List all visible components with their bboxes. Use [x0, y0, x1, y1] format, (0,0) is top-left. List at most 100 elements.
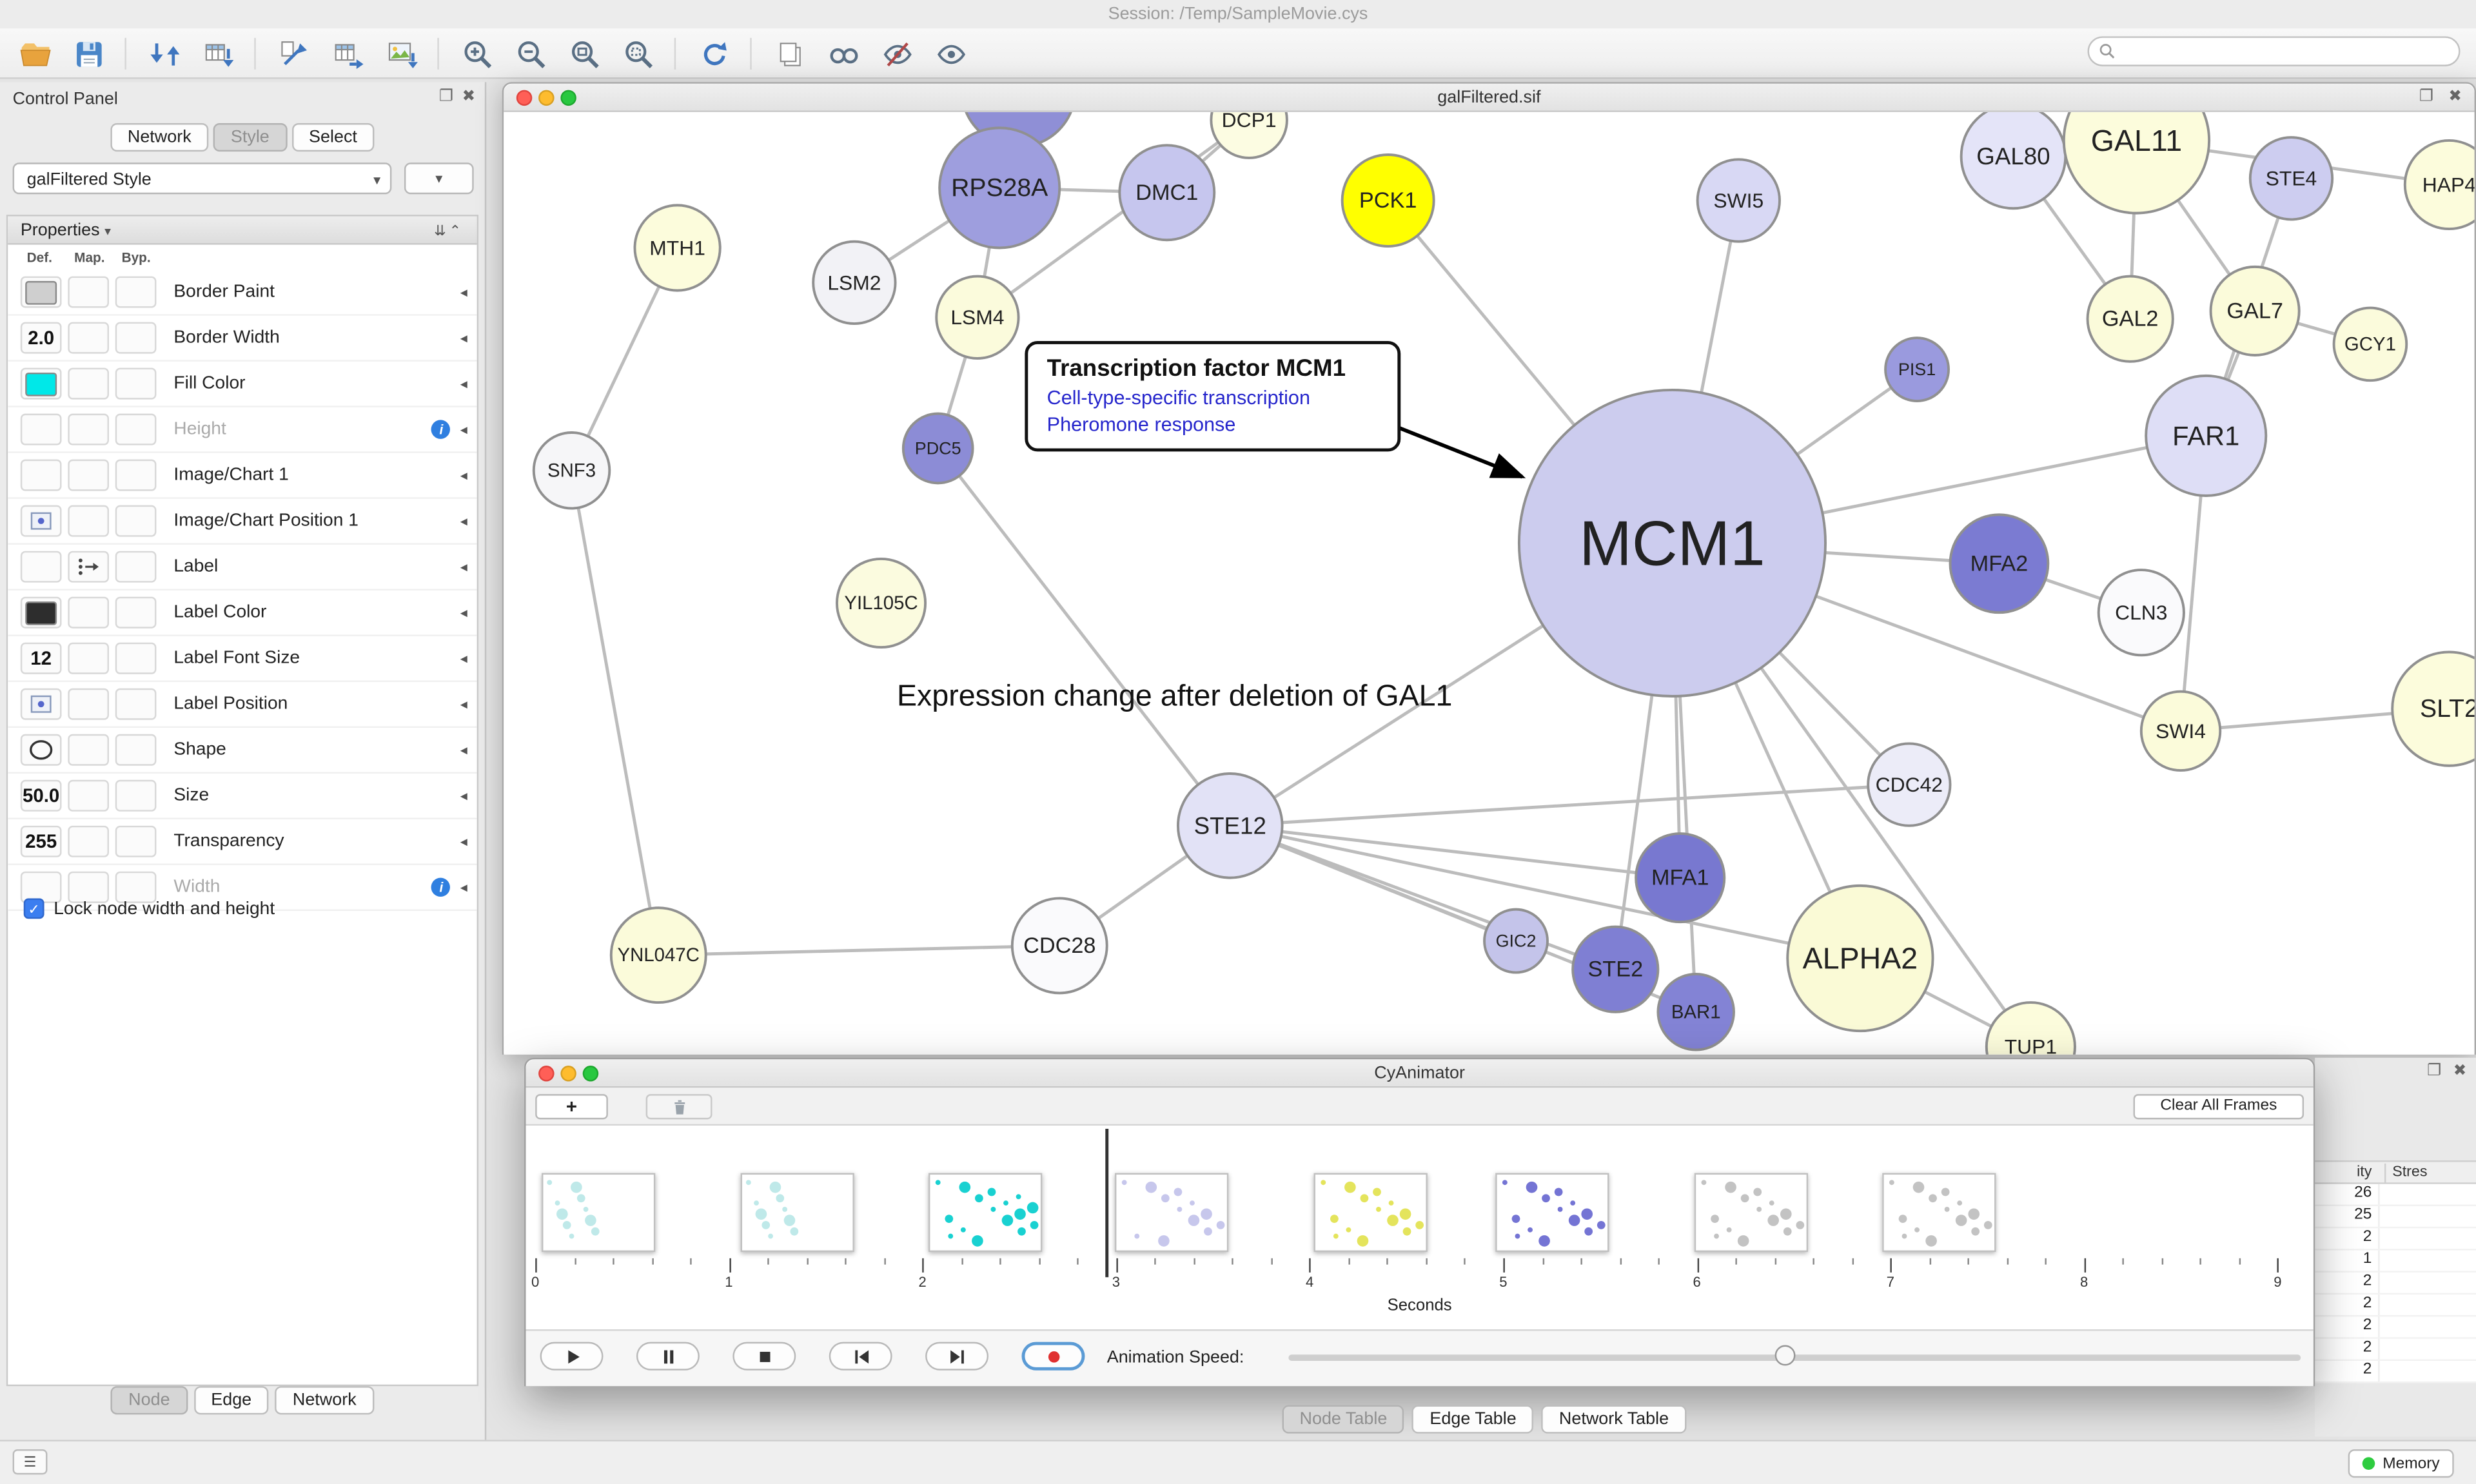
node-GIC2[interactable]: GIC2	[1484, 910, 1548, 973]
bypass-cell[interactable]	[115, 734, 157, 766]
property-row-image-chart-position-1[interactable]: Image/Chart Position 1◂	[8, 499, 477, 545]
bypass-cell[interactable]	[115, 643, 157, 674]
annotation-box[interactable]: Transcription factor MCM1 Cell-type-spec…	[1025, 341, 1400, 451]
node-PIS1[interactable]: PIS1	[1885, 338, 1949, 401]
skip-forward-button[interactable]	[925, 1342, 988, 1371]
default-cell[interactable]: 12	[21, 643, 62, 674]
expand-arrow-icon[interactable]: ◂	[460, 467, 467, 484]
expand-arrow-icon[interactable]: ◂	[460, 604, 467, 621]
node-SWI5[interactable]: SWI5	[1698, 159, 1780, 241]
mapping-cell[interactable]	[68, 505, 109, 537]
tab-style[interactable]: Style	[213, 123, 287, 151]
default-cell[interactable]: 50.0	[21, 780, 62, 812]
table-row[interactable]: 2	[2315, 1228, 2476, 1250]
network-canvas[interactable]: RPS28BRPS28ADCP1DMC1PCK1SWI5GAL80GAL11ST…	[504, 112, 2474, 1055]
default-cell[interactable]	[21, 368, 62, 400]
cyanimator-titlebar[interactable]: CyAnimator	[526, 1059, 2314, 1088]
bypass-cell[interactable]	[115, 688, 157, 720]
close-panel-icon[interactable]: ✖	[462, 90, 476, 106]
node-ALPHA2[interactable]: ALPHA2	[1787, 886, 1932, 1031]
edge-STE12-CDC42[interactable]	[1230, 785, 1909, 826]
copy-button[interactable]	[767, 33, 812, 74]
node-SNF3[interactable]: SNF3	[534, 433, 610, 509]
node-BAR1[interactable]: BAR1	[1658, 974, 1734, 1050]
property-row-label-position[interactable]: Label Position◂	[8, 682, 477, 728]
timeline[interactable]: 0123456789 Seconds	[526, 1126, 2314, 1331]
expand-arrow-icon[interactable]: ◂	[460, 650, 467, 667]
node-FAR1[interactable]: FAR1	[2146, 376, 2266, 496]
lock-size-row[interactable]: ✓ Lock node width and height	[24, 898, 275, 919]
zoom-fit-button[interactable]	[562, 33, 607, 74]
zoom-in-button[interactable]	[455, 33, 499, 74]
mapping-cell[interactable]	[68, 688, 109, 720]
default-cell[interactable]	[21, 414, 62, 445]
tab-edge-table[interactable]: Edge Table	[1412, 1405, 1533, 1434]
property-row-label-font-size[interactable]: 12Label Font Size◂	[8, 636, 477, 682]
mapping-cell[interactable]	[68, 597, 109, 629]
style-selector[interactable]: galFiltered Style ▾	[13, 162, 392, 194]
expand-arrow-icon[interactable]: ◂	[460, 741, 467, 759]
tab-network[interactable]: Network	[275, 1386, 374, 1414]
node-GAL11[interactable]: GAL11	[2064, 112, 2209, 213]
search-input[interactable]	[2122, 40, 2449, 62]
expand-arrow-icon[interactable]: ◂	[460, 879, 467, 896]
node-STE4[interactable]: STE4	[2250, 137, 2332, 219]
network-window-titlebar[interactable]: galFiltered.sif ❐ ✖	[504, 84, 2474, 112]
tab-edge[interactable]: Edge	[193, 1386, 269, 1414]
property-row-fill-color[interactable]: Fill Color◂	[8, 362, 477, 407]
lock-checkbox[interactable]: ✓	[24, 898, 44, 919]
property-row-label[interactable]: Label◂	[8, 545, 477, 591]
playhead[interactable]	[1105, 1129, 1108, 1277]
table-row[interactable]: 2	[2315, 1273, 2476, 1294]
property-row-label-color[interactable]: Label Color◂	[8, 591, 477, 636]
default-cell[interactable]	[21, 460, 62, 491]
node-LSM2[interactable]: LSM2	[813, 242, 895, 324]
mapping-cell[interactable]	[68, 826, 109, 857]
clear-all-frames-button[interactable]: Clear All Frames	[2134, 1094, 2304, 1119]
default-cell[interactable]	[21, 277, 62, 308]
node-HAP4[interactable]: HAP4	[2405, 141, 2475, 229]
close-traffic-light[interactable]	[516, 90, 532, 106]
minimize-traffic-light[interactable]	[560, 1066, 576, 1081]
expand-arrow-icon[interactable]: ◂	[460, 787, 467, 805]
node-YNL047C[interactable]: YNL047C	[611, 908, 706, 1002]
mapping-cell[interactable]	[68, 780, 109, 812]
expand-arrow-icon[interactable]: ◂	[460, 284, 467, 301]
mapping-cell[interactable]	[68, 414, 109, 445]
mapping-cell[interactable]	[68, 643, 109, 674]
frame-thumbnail-5[interactable]	[1495, 1173, 1609, 1252]
refresh-button[interactable]	[692, 33, 736, 74]
import-network-button[interactable]	[142, 33, 186, 74]
property-row-border-paint[interactable]: Border Paint◂	[8, 270, 477, 316]
frame-thumbnail-7[interactable]	[1882, 1173, 1996, 1252]
play-button[interactable]	[540, 1342, 604, 1371]
node-GAL2[interactable]: GAL2	[2088, 277, 2173, 362]
node-GCY1[interactable]: GCY1	[2334, 308, 2407, 381]
float-window-icon[interactable]: ❐	[2419, 90, 2433, 106]
frame-thumbnail-3[interactable]	[1115, 1173, 1228, 1252]
default-cell[interactable]: 2.0	[21, 322, 62, 354]
bypass-cell[interactable]	[115, 368, 157, 400]
bypass-cell[interactable]	[115, 414, 157, 445]
hide-selected-button[interactable]	[875, 33, 919, 74]
node-TUP1[interactable]: TUP1	[1987, 1002, 2075, 1055]
float-table-icon[interactable]: ❐	[2427, 1064, 2441, 1080]
bypass-cell[interactable]	[115, 277, 157, 308]
style-options-button[interactable]: ▾	[404, 162, 474, 194]
table-row[interactable]: 2	[2315, 1316, 2476, 1338]
panel-list-button[interactable]: ☰	[13, 1449, 48, 1474]
node-SWI4[interactable]: SWI4	[2141, 692, 2220, 770]
edge-STE12-PDC5[interactable]	[938, 449, 1230, 826]
expand-arrow-icon[interactable]: ◂	[460, 833, 467, 850]
tab-node[interactable]: Node	[111, 1386, 187, 1414]
default-cell[interactable]	[21, 505, 62, 537]
export-network-button[interactable]	[271, 33, 316, 74]
property-row-transparency[interactable]: 255Transparency◂	[8, 819, 477, 865]
annotation-arrow[interactable]	[1399, 428, 1522, 477]
expand-arrow-icon[interactable]: ◂	[460, 421, 467, 438]
bypass-cell[interactable]	[115, 826, 157, 857]
import-table-button[interactable]	[196, 33, 241, 74]
frame-thumbnail-2[interactable]	[928, 1173, 1042, 1252]
node-SLT2[interactable]: SLT2	[2392, 652, 2474, 765]
delete-frame-button[interactable]	[646, 1094, 712, 1119]
